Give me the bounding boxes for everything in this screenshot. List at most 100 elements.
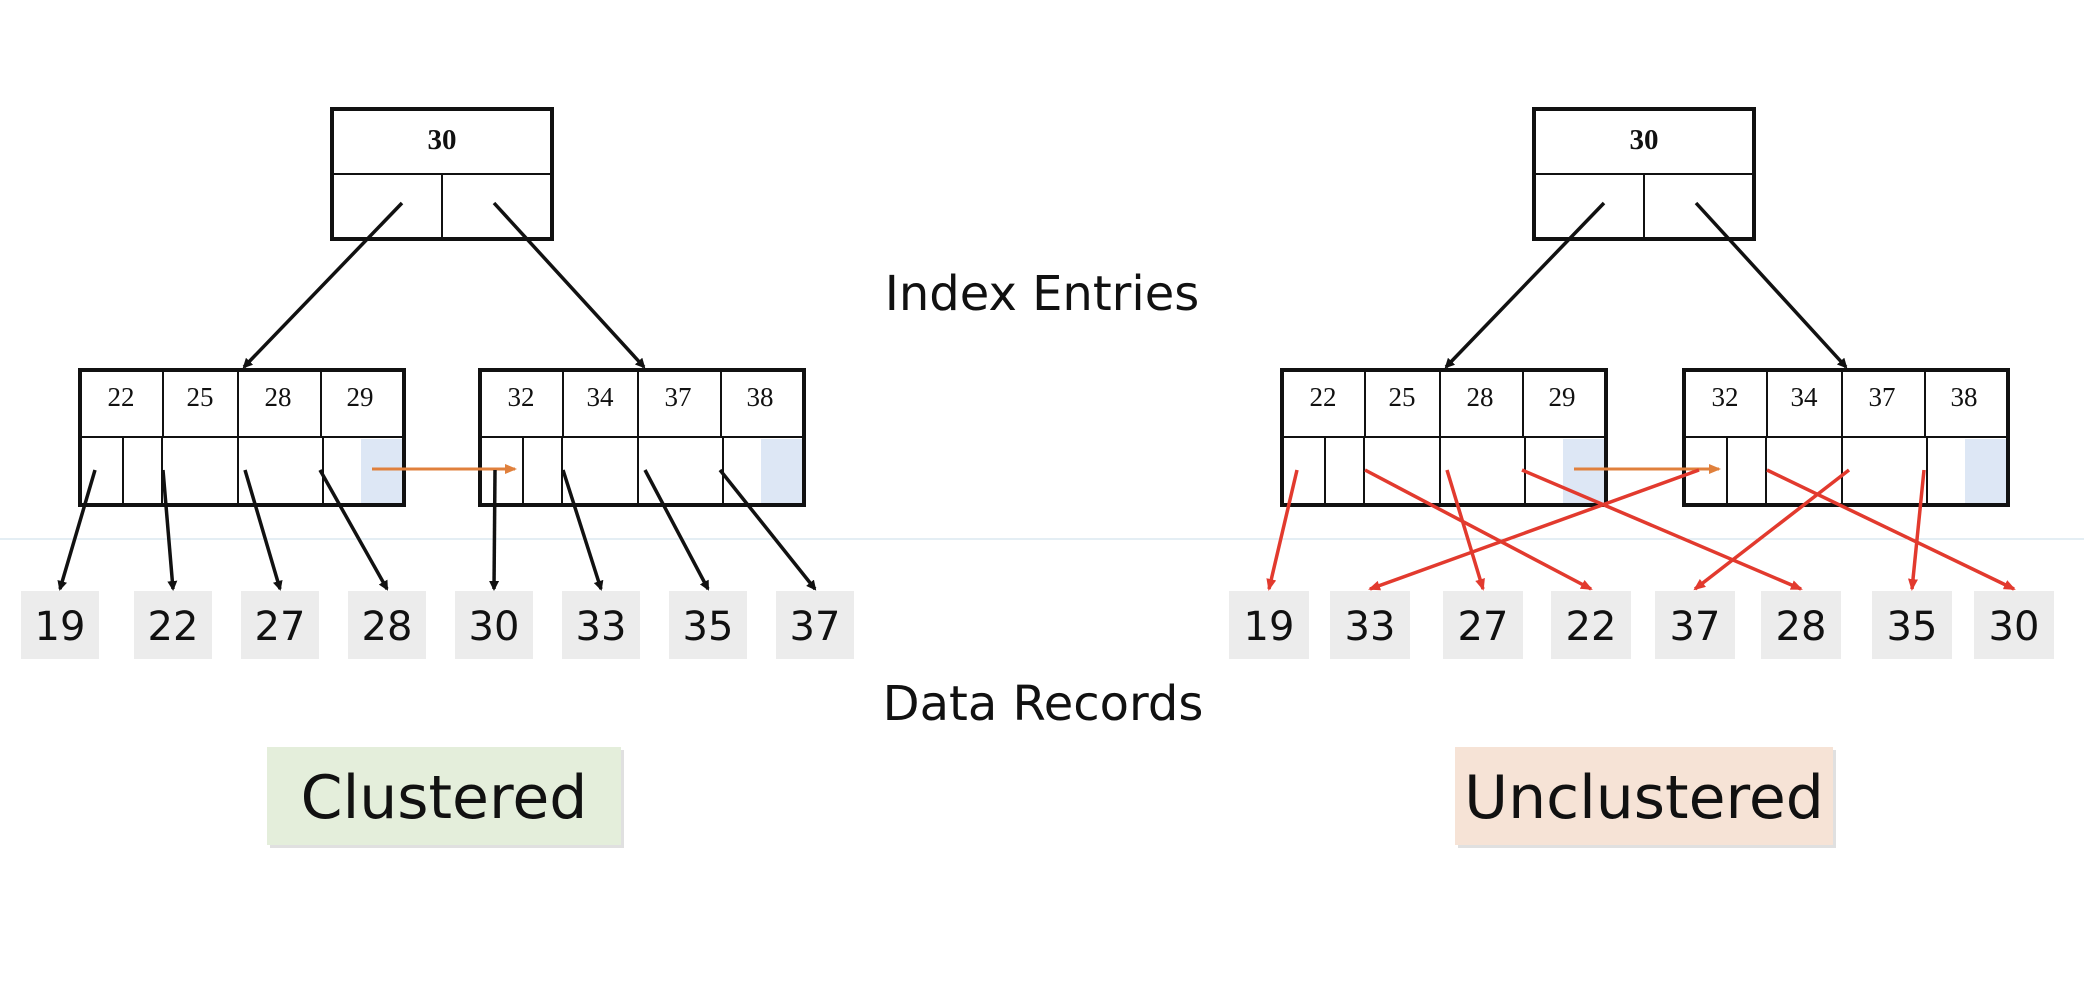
data-record-box xyxy=(1761,591,1841,659)
record-pointer-arrow xyxy=(1445,469,1485,591)
record-pointer-arrow xyxy=(161,469,178,591)
record-pointer-arrow xyxy=(318,469,389,591)
record-pointer-arrow xyxy=(1908,469,1926,591)
data-record-value: 35 xyxy=(1887,604,1938,650)
record-pointer-arrow xyxy=(243,469,283,591)
leaf-key: 28 xyxy=(265,382,292,412)
leaf-key: 37 xyxy=(665,382,692,412)
data-record-box xyxy=(241,591,319,659)
data-record: 37 xyxy=(1655,591,1735,659)
data-record: 35 xyxy=(1872,591,1952,659)
data-record: 30 xyxy=(455,591,533,659)
data-record: 33 xyxy=(1330,591,1410,659)
data-record: 28 xyxy=(348,591,426,659)
data-record-box xyxy=(1330,591,1410,659)
data-record-box xyxy=(562,591,640,659)
leaf-key: 34 xyxy=(587,382,615,412)
caption-label: Clustered xyxy=(301,763,588,833)
record-pointer-arrow xyxy=(1693,468,1851,591)
record-pointer-arrow xyxy=(1521,468,1803,591)
leaf-key: 38 xyxy=(1951,382,1978,412)
data-record-box xyxy=(776,591,854,659)
data-record-value: 22 xyxy=(1566,604,1617,650)
data-record-value: 37 xyxy=(790,604,841,650)
leaf-key: 22 xyxy=(108,382,135,412)
next-leaf-pointer-cell xyxy=(1563,439,1604,503)
data-record-box xyxy=(1974,591,2054,659)
leaf-key: 34 xyxy=(1791,382,1819,412)
unclustered-tree: 30 22 25 28 29 32 34 37 38 19 33 27 22 37 28 35 30Unclus… xyxy=(1229,107,2054,848)
data-record: 37 xyxy=(776,591,854,659)
caption-background xyxy=(267,747,621,845)
data-record: 19 xyxy=(1229,591,1309,659)
record-pointer-arrow xyxy=(489,469,500,591)
caption-box: Clustered xyxy=(267,747,624,848)
data-record-box xyxy=(21,591,99,659)
leaf-key: 25 xyxy=(187,382,214,412)
data-record-value: 33 xyxy=(576,604,627,650)
data-record: 27 xyxy=(1443,591,1523,659)
data-record-box xyxy=(1229,591,1309,659)
data-record-value: 22 xyxy=(148,604,199,650)
data-record-box xyxy=(1655,591,1735,659)
root-key: 30 xyxy=(428,124,457,156)
data-record: 30 xyxy=(1974,591,2054,659)
next-leaf-pointer-cell xyxy=(361,439,402,503)
record-pointer-arrow xyxy=(1364,468,1593,591)
root-left-pointer-arrow xyxy=(1444,201,1606,369)
data-record: 19 xyxy=(21,591,99,659)
data-record-value: 27 xyxy=(1458,604,1509,650)
record-pointer-arrow xyxy=(643,469,710,591)
root-right-pointer-arrow xyxy=(1694,201,1848,369)
record-pointer-arrow xyxy=(1266,469,1299,591)
data-record: 22 xyxy=(134,591,212,659)
data-record-value: 28 xyxy=(1776,604,1827,650)
data-record: 35 xyxy=(669,591,747,659)
next-leaf-pointer-cell xyxy=(761,439,802,503)
leaf-node: 32 34 37 38 xyxy=(1682,368,2010,507)
root-key: 30 xyxy=(1630,124,1659,156)
leaf-key: 28 xyxy=(1467,382,1494,412)
record-pointer-arrow xyxy=(1368,468,1700,591)
data-record-box xyxy=(669,591,747,659)
data-record-box xyxy=(1551,591,1631,659)
data-record-value: 19 xyxy=(35,604,86,650)
index-entries-label: Index Entries xyxy=(885,266,1200,322)
next-leaf-pointer-cell xyxy=(1965,439,2006,503)
data-record-box xyxy=(348,591,426,659)
data-record: 22 xyxy=(1551,591,1631,659)
caption-background xyxy=(1455,747,1833,845)
data-record-value: 35 xyxy=(683,604,734,650)
data-record-value: 27 xyxy=(255,604,306,650)
data-records-label: Data Records xyxy=(883,676,1204,732)
data-record: 33 xyxy=(562,591,640,659)
caption-label: Unclustered xyxy=(1464,763,1824,833)
record-pointer-arrow xyxy=(1766,468,2016,591)
record-pointer-arrow xyxy=(57,469,97,591)
record-pointer-arrow xyxy=(718,468,817,591)
leaf-key: 32 xyxy=(1712,382,1739,412)
data-record-box xyxy=(1443,591,1523,659)
leaf-key: 37 xyxy=(1869,382,1896,412)
leaf-key: 29 xyxy=(1549,382,1576,412)
data-record-value: 28 xyxy=(362,604,413,650)
data-record-box xyxy=(134,591,212,659)
data-record: 27 xyxy=(241,591,319,659)
data-record: 28 xyxy=(1761,591,1841,659)
data-record-value: 37 xyxy=(1670,604,1721,650)
root-left-pointer-arrow xyxy=(242,201,404,369)
leaf-key: 25 xyxy=(1389,382,1416,412)
data-record-value: 33 xyxy=(1345,604,1396,650)
data-record-box xyxy=(455,591,533,659)
root-right-pointer-arrow xyxy=(492,201,646,369)
leaf-key: 38 xyxy=(747,382,774,412)
data-record-box xyxy=(1872,591,1952,659)
data-record-value: 19 xyxy=(1244,604,1295,650)
data-record-value: 30 xyxy=(1989,604,2040,650)
leaf-key: 22 xyxy=(1310,382,1337,412)
